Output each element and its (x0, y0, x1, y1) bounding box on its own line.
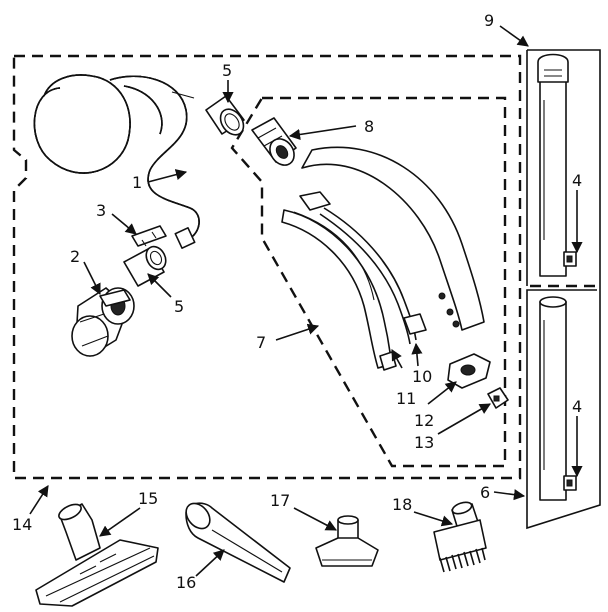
floor-brush-15 (35, 503, 159, 607)
callout-3: 3 (96, 201, 106, 220)
button-13 (487, 387, 509, 409)
curved-wand-tube (301, 146, 485, 331)
cuff-5-upper (205, 95, 245, 136)
callout-13: 13 (414, 433, 434, 452)
callout-5-lower: 5 (174, 297, 184, 316)
connector-8 (251, 117, 297, 166)
callout-10: 10 (412, 367, 432, 386)
dusting-brush-18 (433, 501, 487, 573)
callout-18: 18 (392, 495, 412, 514)
cuff-5-lower (123, 245, 167, 287)
callout-12: 12 (414, 411, 434, 430)
callout-17: 17 (270, 491, 290, 510)
inner-wand-11 (281, 191, 427, 371)
extension-wand-9 (537, 53, 577, 277)
leader-lines (29, 25, 583, 577)
callout-5-upper: 5 (222, 61, 232, 80)
callout-4-lower: 4 (572, 397, 582, 416)
wand-group-outline-7 (230, 96, 507, 468)
callout-6: 6 (480, 483, 490, 502)
callout-11: 11 (396, 389, 416, 408)
callout-9: 9 (484, 11, 494, 30)
hose-clip-3 (131, 225, 167, 247)
callout-8: 8 (364, 117, 374, 136)
callout-7: 7 (256, 333, 266, 352)
callout-labels: 1 2 3 5 5 8 7 11 10 12 13 9 4 4 6 14 15 … (12, 11, 582, 592)
upholstery-tool-17 (315, 515, 379, 567)
swivel-handle-2 (71, 287, 135, 357)
callout-2: 2 (70, 247, 80, 266)
extension-wand-panel (526, 49, 601, 530)
latch-12 (447, 353, 491, 389)
callout-14: 14 (12, 515, 32, 534)
hose-coil (33, 74, 200, 250)
extension-wand-6 (539, 296, 577, 501)
crevice-tool-16 (185, 502, 291, 583)
callout-1: 1 (132, 173, 142, 192)
callout-15: 15 (138, 489, 158, 508)
callout-4-upper: 4 (572, 171, 582, 190)
kit-outline-14 (12, 54, 522, 480)
callout-16: 16 (176, 573, 196, 592)
